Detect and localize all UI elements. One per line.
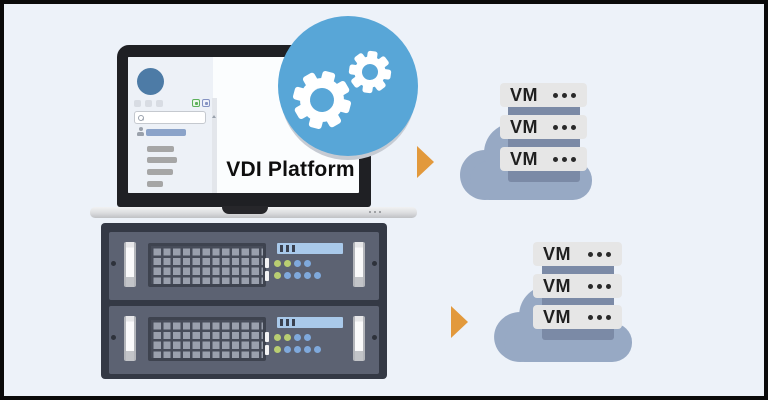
led-row <box>274 334 311 341</box>
vm-node: VM <box>500 83 587 107</box>
search-icon <box>138 114 144 121</box>
menu-item-bar <box>147 146 174 152</box>
app-icon-green <box>192 99 200 107</box>
search-input <box>134 111 206 124</box>
window-dot-icon <box>156 100 163 107</box>
rack-handle <box>353 316 365 361</box>
flow-arrow-icon <box>451 306 468 338</box>
window-dot-icon <box>134 100 141 107</box>
server-unit <box>109 232 379 300</box>
screw-icon <box>372 335 377 340</box>
menu-item-bar <box>147 181 163 187</box>
screw-icon <box>372 261 377 266</box>
vm-cluster: VM VM VM <box>451 240 646 365</box>
app-icon-blue <box>202 99 210 107</box>
rack-handle <box>124 242 136 287</box>
screw-icon <box>111 335 116 340</box>
vm-dots-icon <box>588 314 611 320</box>
gears-icon <box>292 50 392 130</box>
window-dot-icon <box>145 100 152 107</box>
vm-node: VM <box>533 242 622 266</box>
platform-title: VDI Platform <box>226 158 355 181</box>
drive-bay-indicator <box>277 243 343 254</box>
rack-handle <box>353 242 365 287</box>
rack-handle <box>124 316 136 361</box>
avatar <box>137 68 164 95</box>
menu-item-bar <box>147 157 177 163</box>
led-row <box>274 260 311 267</box>
selected-item-bar <box>146 129 186 136</box>
vm-dots-icon <box>553 124 576 130</box>
status-bar-icon <box>265 271 269 281</box>
base-dots-icon <box>369 211 381 213</box>
drive-bay-indicator <box>277 317 343 328</box>
vent-grid <box>148 243 266 287</box>
led-row <box>274 272 321 279</box>
screw-icon <box>111 261 116 266</box>
vm-dots-icon <box>588 251 611 257</box>
laptop-hinge <box>222 206 268 214</box>
vm-node: VM <box>500 115 587 139</box>
vm-node: VM <box>533 274 622 298</box>
server-rack <box>101 223 387 379</box>
vent-grid <box>148 317 266 361</box>
status-bar-icon <box>265 332 269 342</box>
settings-badge <box>278 16 418 156</box>
user-icon <box>137 127 144 137</box>
vm-dots-icon <box>588 283 611 289</box>
vm-node: VM <box>500 147 587 171</box>
led-row <box>274 346 321 353</box>
vm-cluster: VM VM VM <box>417 80 607 205</box>
scroll-up-icon <box>212 98 216 118</box>
flow-arrow-icon <box>417 146 434 178</box>
scrollbar <box>212 98 217 193</box>
status-bar-icon <box>265 258 269 268</box>
status-bar-icon <box>265 345 269 355</box>
menu-item-bar <box>147 169 173 175</box>
vm-dots-icon <box>553 92 576 98</box>
vm-node: VM <box>533 305 622 329</box>
server-unit <box>109 306 379 374</box>
vm-dots-icon <box>553 156 576 162</box>
